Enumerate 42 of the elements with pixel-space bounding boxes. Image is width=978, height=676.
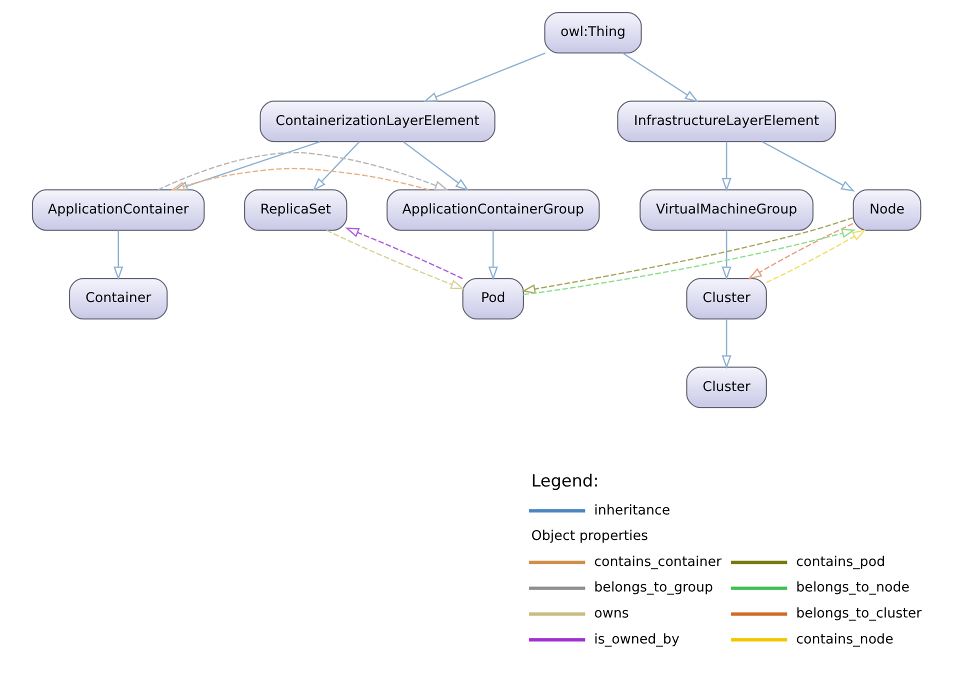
arrow [112,230,123,281]
arrow [312,141,360,192]
legend-label: contains_pod [796,554,885,570]
node-box: Node [852,189,921,231]
node-box: ContainerizationLayerElement [259,100,495,142]
legend-label: contains_container [594,554,722,570]
legend-label: owns [594,606,628,622]
node-box: InfrastructureLayerElement [616,100,836,142]
legend-label: belongs_to_node [796,580,910,596]
node-box: VirtualMachineGroup [639,189,814,231]
arrow [422,52,545,102]
node-box: ReplicaSet [244,189,347,231]
arrow [344,228,462,280]
node-box: Container [68,278,168,320]
legend-label: is_owned_by [594,632,679,648]
arrow [326,230,464,290]
arrow [747,222,853,280]
legend-label: contains_node [796,632,893,648]
arrow [157,152,448,191]
legend-label: inheritance [594,503,670,518]
node-box: Pod [462,278,524,320]
arrow [622,52,698,102]
arrow [488,230,498,281]
arrow [761,141,854,192]
arrow [173,141,320,191]
arrow [170,168,429,191]
legend-label: belongs_to_cluster [796,606,922,622]
legend-label: belongs_to_group [594,580,713,596]
node-box: owl:Thing [544,12,642,54]
arrow [721,230,731,281]
node-box: ApplicationContainerGroup [386,189,600,231]
node-box: ApplicationContainer [31,189,204,231]
arrow [522,228,856,296]
label: Object properties [530,529,648,544]
arrow [402,141,469,192]
node-box: Cluster [686,278,766,320]
node-box: Cluster [686,366,766,408]
label: Legend: [530,470,598,491]
arrow [520,217,853,294]
arrow [721,319,731,370]
arrow [721,142,731,192]
arrow [766,229,866,284]
